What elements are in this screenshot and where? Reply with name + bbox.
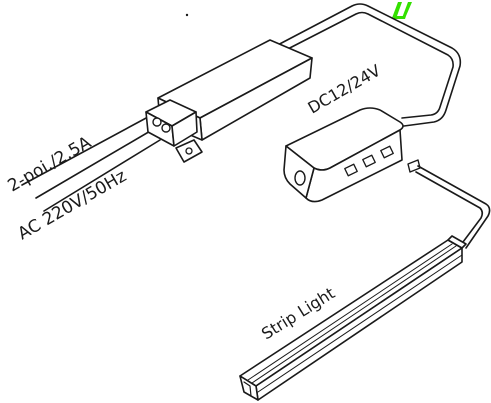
plug-spec-label: 2-poi./2.5A [5, 132, 96, 196]
badge-corner-mark [392, 2, 412, 19]
strip-cable [407, 159, 491, 249]
stray-dot [185, 13, 189, 17]
mains-cable [21, 116, 161, 212]
led-driver-icon [145, 39, 313, 163]
dc-cable [271, 3, 462, 127]
led-strip-icon [239, 235, 467, 401]
distribution-box-icon [283, 107, 404, 203]
